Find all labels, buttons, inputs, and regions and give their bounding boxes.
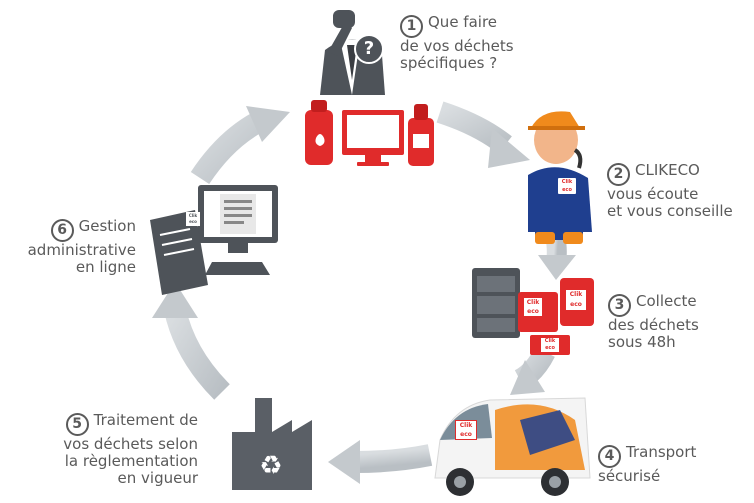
step-4-line-2: sécurisé: [598, 467, 661, 485]
arrow-step1-to-step2: [436, 101, 530, 168]
step-1-line-2: de vos déchets: [400, 37, 514, 55]
step-1-line-3: spécifiques ?: [400, 54, 498, 72]
step-1-label: 1 Que faire de vos déchets spécifiques ?: [400, 14, 514, 72]
factory-icon: ♻: [232, 398, 312, 490]
step-5-line-4: en vigueur: [117, 469, 198, 487]
advisor-illustration: [528, 111, 592, 244]
step-2-line-1: CLIKECO: [635, 161, 700, 179]
step-2-line-3: et vous conseille: [607, 202, 733, 220]
arrow-step6-to-step1: [190, 106, 290, 185]
brand-badge-van-bottom: eco: [460, 431, 472, 438]
step-4-number: 4: [598, 445, 621, 468]
brand-badge-advisor-bottom: eco: [562, 187, 572, 193]
step-5-line-3: la règlementation: [64, 452, 198, 470]
step-2-label: 2 CLIKECO vous écoute et vous conseille: [607, 162, 733, 220]
brand-badge-container-1-top: Clik: [526, 299, 540, 306]
brand-badge-advisor: Clik eco: [558, 178, 576, 194]
step-1-line-1: Que faire: [428, 13, 498, 31]
online-management-illustration: [150, 185, 278, 295]
brand-badge-van: Clik eco: [456, 421, 476, 439]
brand-badge-container-1: Clik eco: [524, 298, 542, 316]
step-5-line-1: Traitement de: [93, 411, 198, 429]
arrow-step5-to-step6: [152, 282, 230, 400]
brand-badge-container-2-top: Clik: [569, 291, 583, 298]
brand-badge-container-2-bottom: eco: [570, 301, 582, 308]
step-6-line-1: Gestion: [78, 217, 136, 235]
step-4-label: 4 Transport sécurisé: [598, 444, 696, 485]
step-2-number: 2: [607, 163, 630, 186]
transport-van-illustration: [434, 397, 591, 496]
step-3-line-3: sous 48h: [608, 333, 676, 351]
brand-badge-document-bottom: eco: [189, 219, 197, 224]
brand-badge-document-top: Clik: [188, 213, 198, 218]
step-3-line-1: Collecte: [636, 292, 697, 310]
step-3-line-2: des déchets: [608, 316, 699, 334]
step-6-line-3: en ligne: [75, 258, 136, 276]
step-2-line-2: vous écoute: [607, 185, 699, 203]
brand-badge-container-3-top: Clik: [544, 338, 556, 344]
waste-products-illustration: [305, 100, 434, 166]
step-1-number: 1: [400, 15, 423, 38]
recycle-icon: ♻: [259, 451, 282, 481]
brand-badge-container-3: Clik eco: [541, 338, 559, 352]
step-3-number: 3: [608, 294, 631, 317]
brand-badge-container-2: Clik eco: [566, 290, 586, 310]
arrow-step4-to-step5: [328, 440, 433, 484]
brand-badge-container-3-bottom: eco: [545, 345, 555, 351]
step-5-line-2: vos déchets selon: [63, 435, 198, 453]
step-6-line-2: administrative: [27, 241, 136, 259]
brand-badge-document: Clik eco: [187, 213, 199, 225]
question-mark-icon: ?: [354, 34, 384, 64]
step-5-number: 5: [65, 413, 89, 436]
step-4-line-1: Transport: [626, 443, 697, 461]
step-3-label: 3 Collecte des déchets sous 48h: [608, 293, 699, 351]
step-6-number: 6: [50, 219, 74, 242]
brand-badge-container-1-bottom: eco: [527, 308, 539, 315]
brand-badge-advisor-top: Clik: [561, 179, 573, 185]
brand-badge-van-top: Clik: [459, 422, 473, 429]
arrow-step3-to-step4: [510, 346, 555, 395]
